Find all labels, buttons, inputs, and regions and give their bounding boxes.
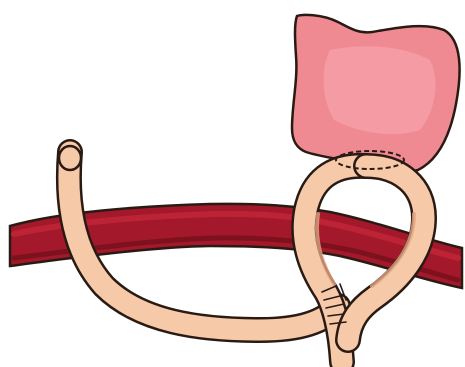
stomach-highlight [324,46,436,134]
stomach-pouch [292,15,460,172]
intestine-stump [59,146,81,170]
